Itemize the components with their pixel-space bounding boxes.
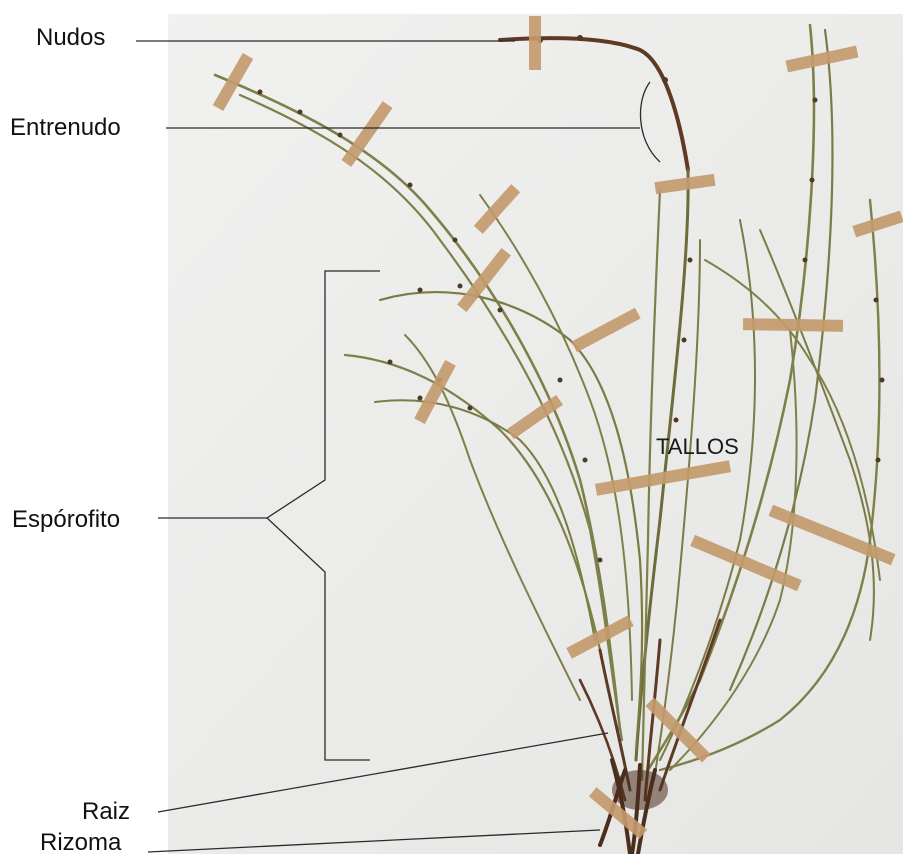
node-dot [880, 378, 885, 383]
label-raiz: Raiz [82, 800, 130, 824]
label-rizoma: Rizoma [40, 831, 121, 855]
node-dot [876, 458, 881, 463]
node-dot [418, 396, 423, 401]
node-dot [418, 288, 423, 293]
node-dot [388, 360, 393, 365]
node-dot [458, 284, 463, 289]
node-dot [468, 406, 473, 411]
node-dot [408, 183, 413, 188]
node-dot [258, 90, 263, 95]
node-dot [810, 178, 815, 183]
tape-strip [743, 318, 843, 332]
node-dot [498, 308, 503, 313]
node-dot [874, 298, 879, 303]
root-mass [612, 770, 668, 810]
node-dot [803, 258, 808, 263]
label-esporofito: Espórofito [12, 508, 120, 532]
label-tallos: TALLOS [656, 436, 739, 458]
tape-strip [529, 16, 541, 70]
node-dot [682, 338, 687, 343]
node-dot [338, 133, 343, 138]
label-entrenudo: Entrenudo [10, 116, 121, 140]
node-dot [298, 110, 303, 115]
node-dot [558, 378, 563, 383]
node-dot [583, 458, 588, 463]
node-dot [688, 258, 693, 263]
node-dot [577, 35, 583, 41]
label-nudos: Nudos [36, 26, 105, 50]
node-dot [598, 558, 603, 563]
node-dot [674, 418, 679, 423]
node-dot [662, 77, 668, 83]
node-dot [453, 238, 458, 243]
node-dot [813, 98, 818, 103]
sheet-shade [168, 14, 903, 854]
